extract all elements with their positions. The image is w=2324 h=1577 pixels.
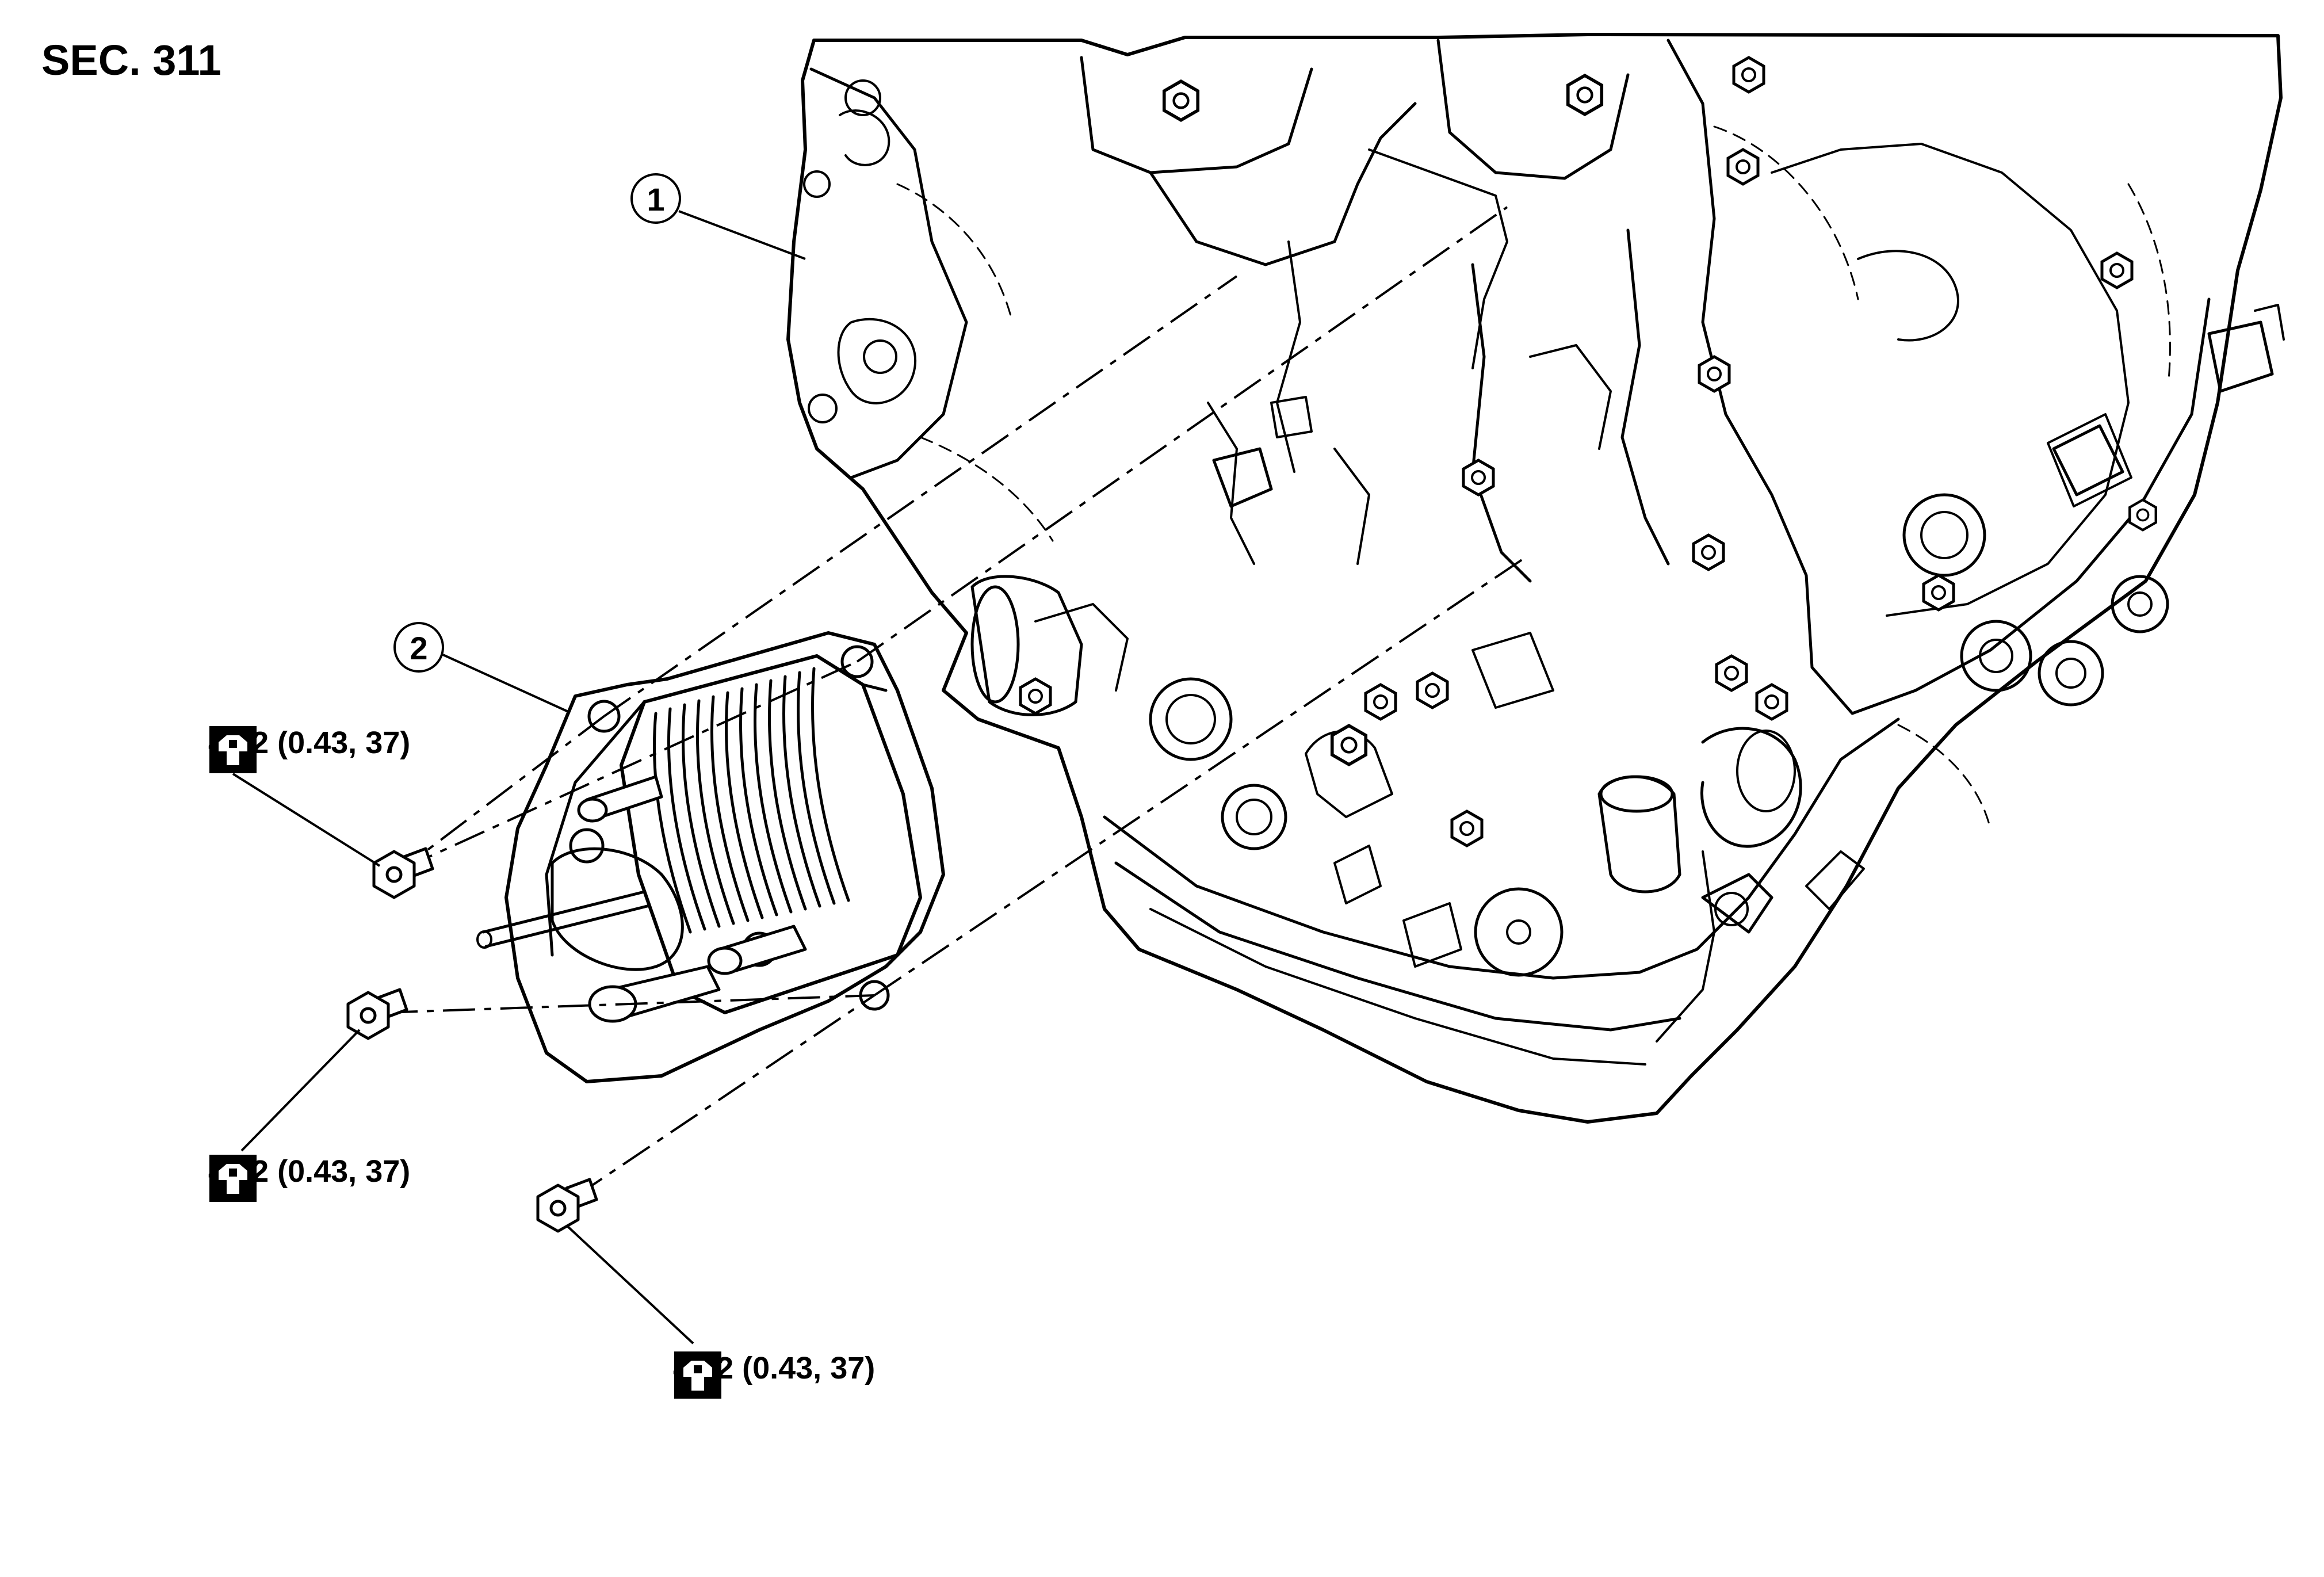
callout-1-number: 1 [647, 181, 664, 217]
torque-wrench-icon [674, 1351, 721, 1399]
bolt-lower [536, 1178, 598, 1233]
torque-wrench-icon [209, 1155, 257, 1202]
callout-2: 2 [393, 622, 444, 673]
bolt-upper [372, 847, 434, 899]
engine-outline [786, 33, 2283, 1124]
leader-lines [232, 210, 806, 1345]
assembly-centerlines [385, 206, 1526, 1198]
loose-bolts [346, 847, 598, 1233]
bolt-middle [346, 988, 408, 1040]
torque-spec-upper: 4.22 (0.43, 37) [208, 725, 410, 773]
engine-assembly [786, 33, 2285, 1124]
torque-spec-middle: 4.22 (0.43, 37) [208, 1154, 410, 1202]
oil-cooler-fins [653, 667, 850, 934]
section-number: SEC. 311 [41, 36, 221, 84]
torque-wrench-icon [209, 726, 257, 773]
torque-spec-lower: 4.22 (0.43, 37) [673, 1350, 875, 1399]
callout-1: 1 [630, 173, 681, 224]
callout-2-number: 2 [410, 630, 427, 666]
oil-cooler [476, 631, 945, 1083]
